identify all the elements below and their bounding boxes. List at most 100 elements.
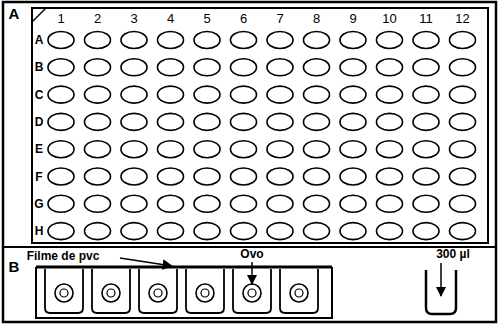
plate-well <box>413 59 439 76</box>
column-number: 5 <box>203 12 210 25</box>
plate-well <box>48 32 74 49</box>
plate-well <box>48 113 74 130</box>
row-letter: D <box>35 116 44 128</box>
plate-outline <box>32 8 488 243</box>
egg <box>243 284 261 302</box>
plate-well <box>267 195 293 212</box>
plate-well <box>340 32 366 49</box>
volume-label: 300 µl <box>436 248 470 260</box>
plate-well <box>194 195 220 212</box>
plate-well <box>413 195 439 212</box>
column-number: 1 <box>57 12 64 25</box>
plate-well <box>304 141 330 158</box>
plate-well <box>194 32 220 49</box>
plate-well <box>158 223 184 240</box>
plate-well <box>85 32 111 49</box>
egg-embryo <box>201 289 209 297</box>
egg-embryo <box>60 289 68 297</box>
plate-well <box>450 86 476 103</box>
plate-well <box>121 113 147 130</box>
plate-well <box>158 168 184 185</box>
plate-well <box>231 195 257 212</box>
plate-well <box>413 141 439 158</box>
plate-well <box>85 168 111 185</box>
plate-well <box>413 168 439 185</box>
plate-well <box>231 168 257 185</box>
plate-well <box>340 168 366 185</box>
plate-well <box>267 86 293 103</box>
egg <box>102 284 120 302</box>
strip-well <box>92 269 130 313</box>
plate-well <box>267 141 293 158</box>
row-letter: B <box>35 61 44 73</box>
egg-embryo <box>107 289 115 297</box>
plate-well <box>377 168 403 185</box>
plate-well <box>413 223 439 240</box>
column-number: 7 <box>276 12 283 25</box>
row-letter: E <box>35 143 43 155</box>
column-number: 4 <box>167 12 174 25</box>
plate-well <box>304 86 330 103</box>
plate-well <box>158 141 184 158</box>
row-letter: A <box>35 34 44 46</box>
strip-well <box>139 269 177 313</box>
strip-body <box>36 267 332 318</box>
plate-well <box>194 141 220 158</box>
plate-well <box>450 141 476 158</box>
egg <box>196 284 214 302</box>
plate-well <box>158 113 184 130</box>
plate-well <box>85 59 111 76</box>
plate-well <box>121 141 147 158</box>
plate-well <box>304 168 330 185</box>
column-number: 6 <box>240 12 247 25</box>
plate-well <box>194 59 220 76</box>
plate-well <box>340 59 366 76</box>
plate-well <box>267 59 293 76</box>
plate-well <box>450 59 476 76</box>
plate-well <box>450 113 476 130</box>
plate-well <box>340 86 366 103</box>
plate-well <box>121 223 147 240</box>
plate-well <box>85 223 111 240</box>
film-label: Filme de pvc <box>27 250 100 262</box>
egg-embryo <box>295 289 303 297</box>
strip-well <box>280 269 318 313</box>
plate-well <box>413 86 439 103</box>
column-number: 3 <box>130 12 137 25</box>
strip-well <box>186 269 224 313</box>
plate-well <box>85 86 111 103</box>
column-number: 10 <box>382 12 396 25</box>
plate-well <box>450 223 476 240</box>
plate-well <box>267 223 293 240</box>
plate-well <box>377 195 403 212</box>
plate-well <box>231 113 257 130</box>
plate-well <box>304 59 330 76</box>
plate-well <box>231 32 257 49</box>
plate-well <box>340 195 366 212</box>
plate-well <box>158 59 184 76</box>
plate-well <box>231 86 257 103</box>
plate-well <box>413 32 439 49</box>
plate-well <box>304 32 330 49</box>
column-number: 8 <box>313 12 320 25</box>
plate-well <box>85 141 111 158</box>
row-letter: C <box>35 89 44 101</box>
plate-well <box>377 59 403 76</box>
plate-well <box>340 223 366 240</box>
plate-well <box>340 113 366 130</box>
plate-well <box>377 141 403 158</box>
plate-well <box>121 59 147 76</box>
plate-well <box>48 223 74 240</box>
plate-well <box>48 86 74 103</box>
column-number: 12 <box>455 12 469 25</box>
plate-well <box>194 113 220 130</box>
row-letter: G <box>34 198 43 210</box>
outer-frame <box>3 2 496 322</box>
egg-embryo <box>154 289 162 297</box>
plate-well <box>158 195 184 212</box>
plate-well <box>450 195 476 212</box>
plate-well <box>231 141 257 158</box>
plate-well <box>48 59 74 76</box>
